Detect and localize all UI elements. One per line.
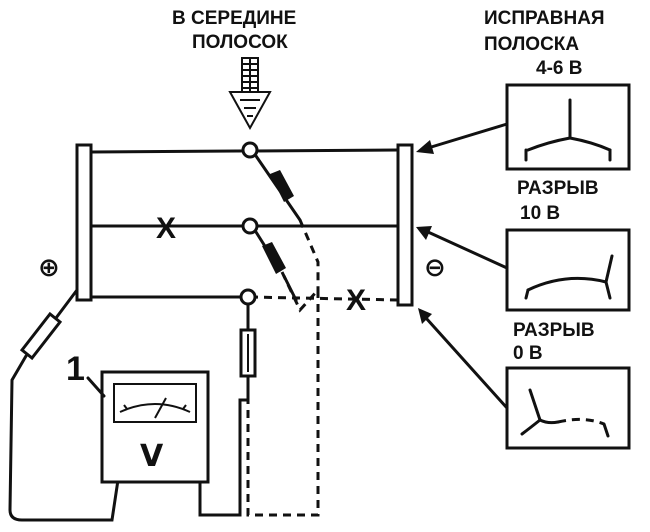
trace-box-break-10v bbox=[505, 228, 631, 312]
probe-point-top bbox=[241, 141, 259, 159]
label-break-1-voltage: 10 В bbox=[520, 203, 560, 224]
minus-terminal-icon: ⊖ bbox=[424, 253, 446, 283]
meter-lead-dashed bbox=[246, 290, 320, 517]
left-bus-bar bbox=[75, 143, 93, 302]
fault-mark-bottom-strip: X bbox=[346, 284, 366, 317]
fault-mark-middle-strip: X bbox=[156, 212, 176, 245]
probe-point-bottom bbox=[239, 288, 257, 306]
label-break-2: РАЗРЫВ bbox=[513, 320, 595, 341]
meter-lead-positive bbox=[8, 288, 120, 522]
meter-lead-negative bbox=[198, 398, 250, 517]
voltmeter-number: 1 bbox=[66, 350, 85, 388]
label-good-strip-voltage: 4-6 В bbox=[536, 58, 582, 79]
voltmeter-unit: V bbox=[140, 439, 164, 474]
heater-strip-bottom-right bbox=[249, 295, 399, 302]
label-good-strip-line1: ИСПРАВНАЯ bbox=[484, 8, 605, 29]
label-middle-of-strips-line2: ПОЛОСОК bbox=[192, 32, 288, 53]
label-break-1: РАЗРЫВ bbox=[517, 178, 599, 199]
right-bus-bar bbox=[396, 143, 414, 307]
trace-box-good-strip bbox=[505, 83, 631, 171]
voltmeter bbox=[100, 370, 210, 484]
label-good-strip-line2: ПОЛОСКА bbox=[484, 34, 579, 55]
probe-lead-middle bbox=[254, 230, 320, 313]
pointer-to-good-strip bbox=[416, 122, 509, 154]
label-middle-of-strips-line1: В СЕРЕДИНЕ bbox=[172, 8, 296, 29]
pointer-to-break-0v bbox=[418, 308, 509, 410]
probe-point-middle bbox=[241, 217, 259, 235]
probe-lead-bottom bbox=[239, 302, 257, 402]
down-arrow-icon bbox=[228, 57, 272, 131]
trace-box-break-0v bbox=[505, 366, 631, 450]
probe-lead-top bbox=[254, 154, 320, 290]
label-break-2-voltage: 0 В bbox=[513, 343, 543, 364]
plus-terminal-icon: ⊕ bbox=[38, 253, 60, 283]
voltmeter-callout-line bbox=[86, 376, 106, 398]
pointer-to-break-10v bbox=[416, 226, 509, 270]
